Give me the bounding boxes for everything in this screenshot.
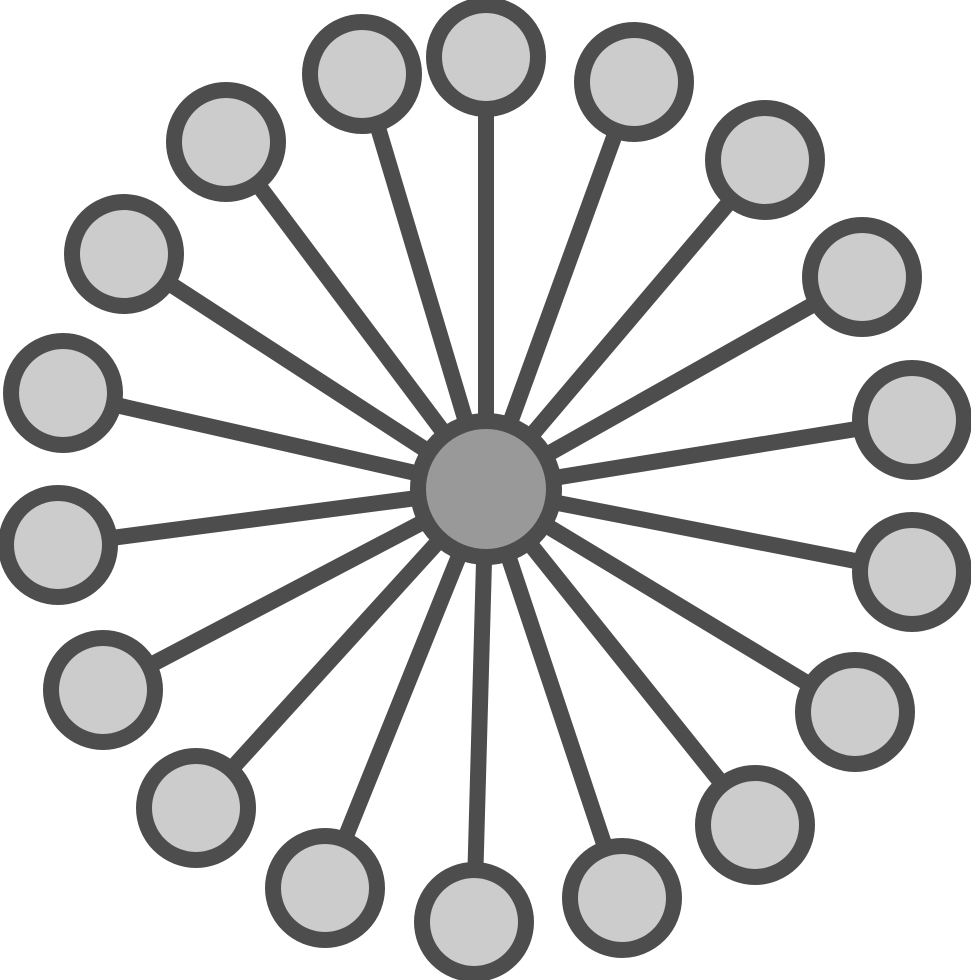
- outer-node-13: [43, 630, 163, 750]
- outer-node-2: [574, 22, 694, 142]
- outer-node-5: [852, 360, 971, 480]
- center-hub: [410, 413, 562, 565]
- outer-node-17: [166, 82, 286, 202]
- outer-node-12: [136, 748, 256, 868]
- outer-node-1: [426, 0, 546, 117]
- outer-node-14: [0, 485, 118, 605]
- outer-node-11: [265, 828, 385, 948]
- outer-node-4: [802, 217, 922, 337]
- outer-node-8: [695, 765, 815, 885]
- outer-node-15: [3, 333, 123, 453]
- outer-node-16: [64, 194, 184, 314]
- outer-node-18: [302, 14, 422, 134]
- outer-node-10: [414, 862, 534, 980]
- outer-node-7: [795, 652, 915, 772]
- outer-node-6: [852, 512, 971, 632]
- outer-node-3: [705, 100, 825, 220]
- outer-node-9: [562, 838, 682, 958]
